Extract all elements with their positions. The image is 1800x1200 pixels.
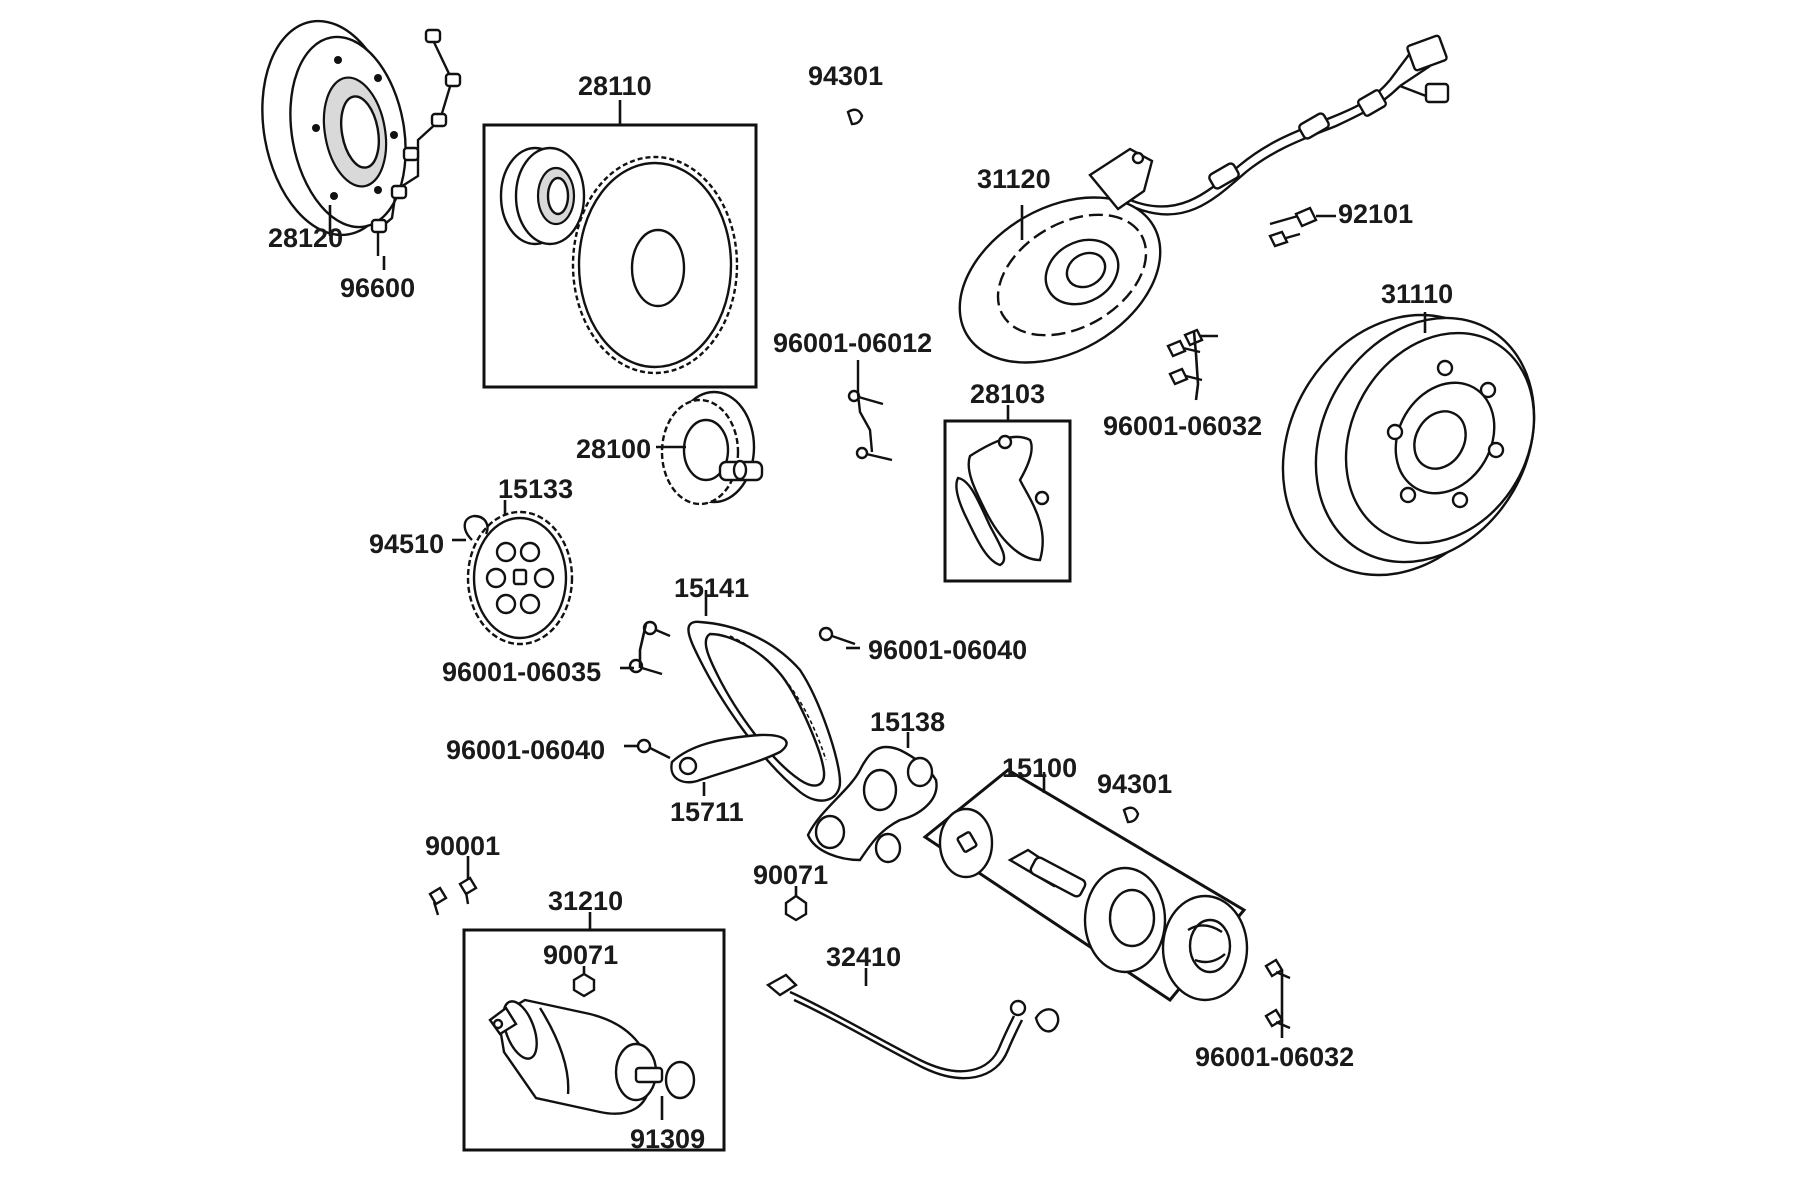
- label-15133: 15133: [498, 474, 573, 504]
- bolts-92101: [1268, 206, 1336, 248]
- woodruff-key-94301-top: [846, 108, 864, 126]
- label-94510: 94510: [369, 529, 444, 559]
- starter-cable-32410: [765, 968, 1060, 1080]
- bolt-96001-06040-right: [818, 626, 860, 650]
- chain-guide-box-28103: [943, 405, 1072, 583]
- bolts-96001-06032-top: [1166, 328, 1218, 401]
- label-96001-06032-top: 96001-06032: [1103, 411, 1262, 441]
- label-31120: 31120: [977, 164, 1051, 194]
- label-31110: 31110: [1381, 279, 1453, 309]
- label-15711: 15711: [670, 797, 744, 827]
- bolts-96001-06012: [847, 360, 893, 462]
- bolts-96001-06032-bottom: [1264, 958, 1291, 1038]
- starter-motor-box-31210: [462, 912, 726, 1152]
- label-90001: 90001: [425, 831, 500, 861]
- circlip-94510: [452, 514, 489, 542]
- bolt-96001-06040-left: [624, 738, 671, 760]
- label-90071-box: 90071: [543, 940, 618, 970]
- part-labels: 28120 96600 28110 94301 31120 92101 3111…: [268, 61, 1453, 1154]
- label-15141: 15141: [674, 573, 749, 603]
- cam-chain-15141: [687, 590, 842, 802]
- nut-90071-mid: [784, 886, 808, 922]
- oil-pump-drive-box-15100: [922, 768, 1249, 1002]
- label-96001-06040-left: 96001-06040: [446, 735, 605, 765]
- stator-coil-31120: [958, 34, 1450, 364]
- label-15138: 15138: [870, 707, 945, 737]
- woodruff-key-94301-bottom: [1122, 806, 1140, 824]
- label-28110: 28110: [578, 71, 652, 101]
- roller-spring-set-96600: [370, 28, 462, 270]
- chain-tensioner-15711: [670, 733, 788, 796]
- label-96001-06040-right: 96001-06040: [868, 635, 1027, 665]
- label-15100: 15100: [1002, 753, 1077, 783]
- label-96001-06032-bottom: 96001-06032: [1195, 1042, 1354, 1072]
- label-96600: 96600: [340, 273, 415, 303]
- label-28120: 28120: [268, 223, 343, 253]
- label-96001-06035: 96001-06035: [442, 657, 601, 687]
- label-32410: 32410: [826, 942, 901, 972]
- starter-clutch-ring-28120: [261, 19, 407, 237]
- label-28103: 28103: [970, 379, 1045, 409]
- label-94301-top: 94301: [808, 61, 883, 91]
- label-92101: 92101: [1338, 199, 1413, 229]
- label-90071-mid: 90071: [753, 860, 828, 890]
- label-28100: 28100: [576, 434, 651, 464]
- label-94301-bottom: 94301: [1097, 769, 1172, 799]
- label-31210: 31210: [548, 886, 623, 916]
- label-96001-06012: 96001-06012: [773, 328, 932, 358]
- starter-driven-gear-box-28110: [482, 100, 758, 389]
- bolts-96001-06035: [620, 620, 671, 676]
- tensioner-bracket-15138: [806, 732, 938, 864]
- bolts-90001: [428, 856, 478, 916]
- starter-clutch-hub-28100: [656, 390, 764, 506]
- cam-sprocket-15133: [466, 500, 574, 646]
- flywheel-rotor-31110: [1281, 312, 1536, 577]
- label-91309: 91309: [630, 1124, 705, 1154]
